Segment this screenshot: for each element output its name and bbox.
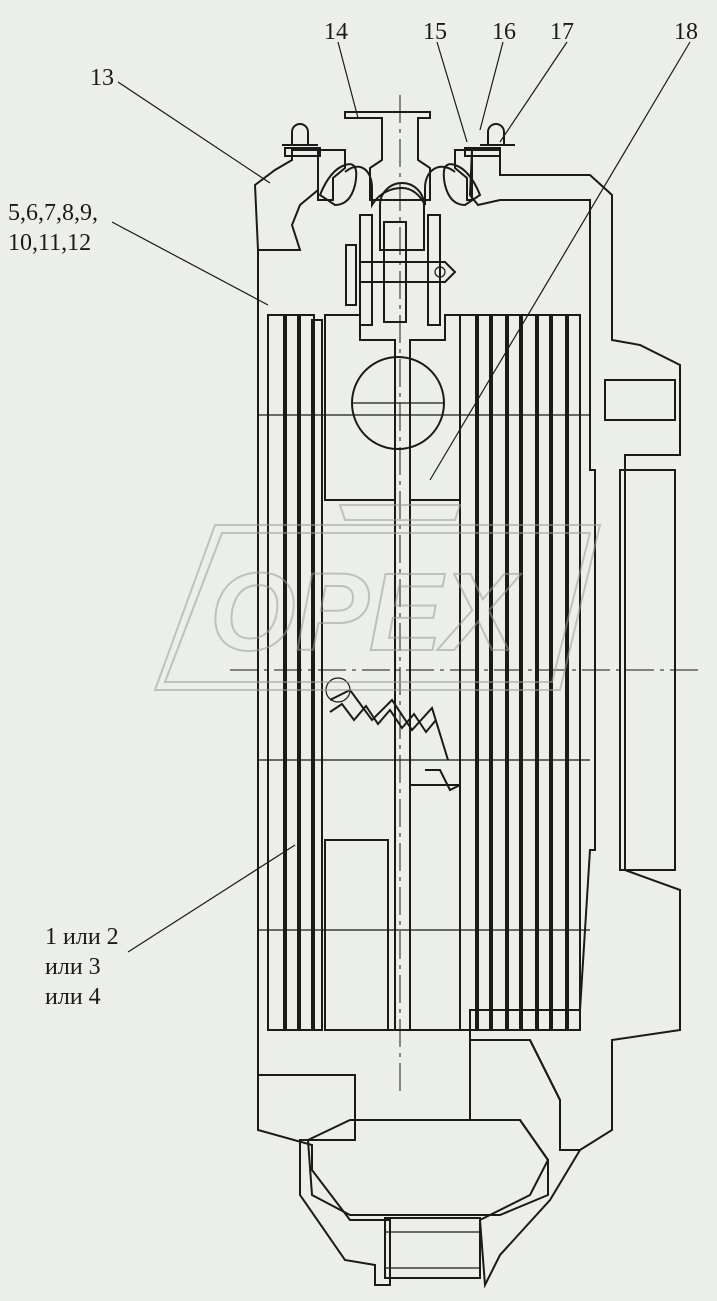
callout-17: 17 bbox=[550, 19, 574, 45]
callout-14: 14 bbox=[324, 19, 348, 45]
disc-pack bbox=[258, 314, 590, 1031]
callout-13: 13 bbox=[90, 65, 114, 91]
callout-discs-line3: или 4 bbox=[45, 984, 101, 1010]
watermark-logo: OPEX bbox=[153, 504, 602, 691]
callout-18: 18 bbox=[674, 19, 698, 45]
callout-discs-line1: 1 или 2 bbox=[45, 924, 119, 950]
callout-plates-line2: 10,11,12 bbox=[8, 230, 91, 256]
callout-16: 16 bbox=[492, 19, 516, 45]
callout-plates-line1: 5,6,7,8,9, bbox=[8, 200, 98, 226]
callout-15: 15 bbox=[423, 19, 447, 45]
leader-lines bbox=[111, 41, 691, 953]
callout-discs-line2: или 3 bbox=[45, 954, 101, 980]
svg-text:OPEX: OPEX bbox=[210, 551, 521, 674]
top-fitting bbox=[282, 111, 515, 326]
